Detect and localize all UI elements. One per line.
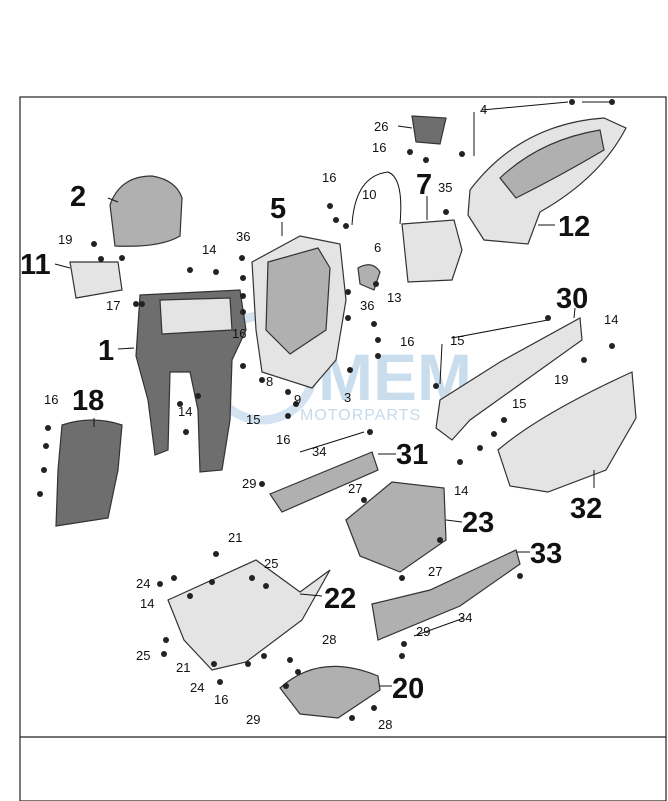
diagram-frame bbox=[19, 96, 667, 801]
callout-7: 7 bbox=[416, 169, 432, 201]
callout-16-f: 16 bbox=[276, 432, 290, 447]
callout-14-c: 14 bbox=[178, 404, 192, 419]
part-cover-26 bbox=[411, 115, 447, 145]
callout-29-b: 29 bbox=[416, 624, 430, 639]
watermark-sub: MOTORPARTS bbox=[300, 407, 421, 424]
callout-16-a: 16 bbox=[372, 140, 386, 155]
callout-14-d: 14 bbox=[454, 483, 468, 498]
callout-25-b: 25 bbox=[136, 648, 150, 663]
callout-23: 23 bbox=[462, 507, 494, 539]
callout-15-a: 15 bbox=[450, 333, 464, 348]
callout-27-a: 27 bbox=[348, 481, 362, 496]
callout-28-b: 28 bbox=[378, 717, 392, 732]
callout-15-b: 15 bbox=[246, 412, 260, 427]
part-bracket-11 bbox=[69, 261, 123, 299]
callout-8: 8 bbox=[266, 374, 273, 389]
callout-15-c: 15 bbox=[512, 396, 526, 411]
part-right-lower-strip bbox=[371, 549, 521, 641]
part-rail-cover bbox=[435, 317, 583, 441]
callout-34-b: 34 bbox=[458, 610, 472, 625]
callout-24-a: 24 bbox=[136, 576, 150, 591]
callout-30: 30 bbox=[556, 283, 588, 315]
part-windscreen bbox=[109, 175, 183, 247]
callout-20: 20 bbox=[392, 673, 424, 705]
callout-13: 13 bbox=[387, 290, 401, 305]
callout-3: 3 bbox=[344, 390, 351, 405]
callout-19-b: 19 bbox=[554, 372, 568, 387]
part-inner-shield-recess bbox=[265, 247, 331, 355]
callout-10: 10 bbox=[362, 187, 376, 202]
callout-21-b: 21 bbox=[176, 660, 190, 675]
callout-16-e: 16 bbox=[44, 392, 58, 407]
callout-1: 1 bbox=[98, 335, 114, 367]
callout-17: 17 bbox=[106, 298, 120, 313]
callout-33: 33 bbox=[530, 538, 562, 570]
callout-16-g: 16 bbox=[214, 692, 228, 707]
callout-34-a: 34 bbox=[312, 444, 326, 459]
callout-31: 31 bbox=[396, 439, 428, 471]
callout-12: 12 bbox=[558, 211, 590, 243]
part-front-shield bbox=[135, 289, 247, 473]
callout-5: 5 bbox=[270, 193, 286, 225]
callout-21-a: 21 bbox=[228, 530, 242, 545]
part-lower-strip bbox=[269, 451, 379, 513]
part-floorboard bbox=[167, 559, 331, 671]
callout-6: 6 bbox=[374, 240, 381, 255]
callout-29-c: 29 bbox=[246, 712, 260, 727]
callout-11: 11 bbox=[20, 249, 51, 281]
part-front-shield-inner bbox=[159, 297, 233, 335]
callout-14-a: 14 bbox=[202, 242, 216, 257]
callout-19-a: 19 bbox=[58, 232, 72, 247]
callout-14-b: 14 bbox=[604, 312, 618, 327]
callout-14-e: 14 bbox=[140, 596, 154, 611]
part-lower-cover bbox=[279, 665, 381, 719]
part-cable bbox=[351, 171, 402, 226]
callout-25-a: 25 bbox=[264, 556, 278, 571]
callout-35: 35 bbox=[438, 180, 452, 195]
callout-2: 2 bbox=[70, 181, 86, 213]
callout-9: 9 bbox=[294, 392, 301, 407]
callout-27-b: 27 bbox=[428, 564, 442, 579]
callout-32: 32 bbox=[570, 493, 602, 525]
callout-16-c: 16 bbox=[232, 326, 246, 341]
callout-18: 18 bbox=[72, 385, 104, 417]
fasteners bbox=[37, 99, 615, 721]
callout-4: 4 bbox=[480, 102, 487, 117]
part-helmet-compartment-inner bbox=[499, 129, 605, 199]
callout-28-a: 28 bbox=[322, 632, 336, 647]
callout-36-b: 36 bbox=[360, 298, 374, 313]
callout-16-b: 16 bbox=[322, 170, 336, 185]
callout-22: 22 bbox=[324, 583, 356, 615]
part-center-cover bbox=[345, 481, 447, 573]
part-front-panel bbox=[55, 419, 123, 527]
part-side-body bbox=[497, 371, 637, 493]
callout-29-a: 29 bbox=[242, 476, 256, 491]
callout-26: 26 bbox=[374, 119, 388, 134]
callout-16-d: 16 bbox=[400, 334, 414, 349]
callout-labels: 2 11 1 18 5 7 12 30 31 32 23 33 22 20 4 … bbox=[20, 102, 618, 732]
callout-36-a: 36 bbox=[236, 229, 250, 244]
callout-24-b: 24 bbox=[190, 680, 204, 695]
leader-lines bbox=[54, 101, 610, 687]
part-glovebox-lid bbox=[401, 219, 463, 283]
